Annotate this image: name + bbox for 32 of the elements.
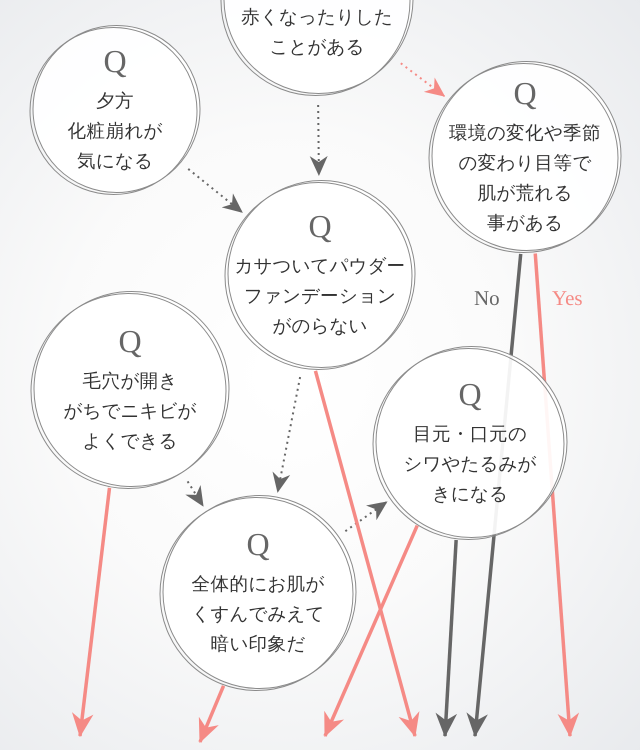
question-mark-heading: Q (513, 75, 537, 111)
dotted-arrow (400, 62, 446, 97)
arrow (314, 370, 420, 738)
question-mark-heading: Q (246, 526, 270, 562)
question-circle (372, 345, 568, 541)
dotted-arrow (272, 376, 302, 493)
question-mark-heading: Q (118, 323, 142, 359)
question-mark-heading: Q (103, 43, 127, 79)
arrow (436, 540, 458, 738)
question-text: 目元・口元のシワやたるみがきになる (404, 423, 536, 507)
question-text: 環境の変化や季節の変わり目等で肌が荒れる事がある (449, 122, 601, 236)
arrow (72, 488, 112, 738)
dotted-arrow (344, 501, 388, 532)
question-circle (29, 24, 201, 196)
question-mark-heading: Q (458, 376, 482, 412)
question-text: 毛穴が開きがちでニキビがよくできる (64, 370, 196, 454)
edge-label: No (474, 286, 500, 310)
question-circle (30, 290, 230, 490)
question-mark-heading: Q (308, 208, 332, 244)
question-circle (224, 179, 416, 371)
question-circle (428, 60, 622, 254)
question-text: カサついてパウダーファンデーションがのらない (234, 255, 406, 339)
question-text: 夕方化粧崩れが気になる (68, 90, 162, 174)
question-circle (159, 494, 357, 692)
arrow (198, 685, 226, 744)
arrow (323, 524, 419, 738)
edge-label: Yes (552, 286, 583, 310)
question-text: 全体的にお肌がくすんでみえて暗い印象だ (192, 573, 324, 657)
dotted-arrow (310, 104, 328, 176)
question-text: 赤くなったりしたことがある (241, 6, 393, 60)
dotted-arrow (185, 480, 204, 507)
dotted-arrow (188, 168, 243, 214)
